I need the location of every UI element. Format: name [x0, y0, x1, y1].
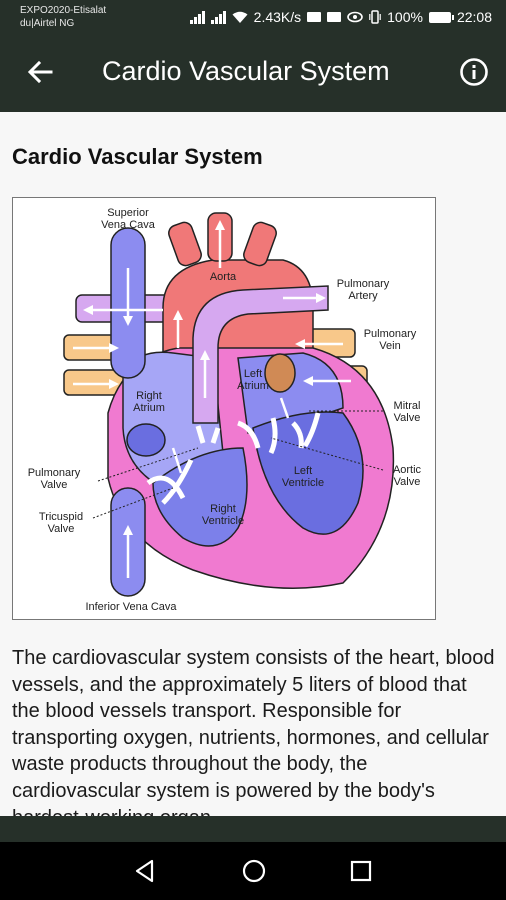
right-ventricle	[152, 447, 248, 547]
label-mitral-valve-1: Mitral	[394, 400, 421, 412]
label-pulmonary-valve-1: Pulmonary	[28, 467, 81, 479]
pulmonary-vein-opening	[264, 353, 296, 393]
status-bar: EXPO2020-Etisalat du|Airtel NG 2.43K/s 1…	[0, 0, 506, 36]
pointer-lines	[92, 410, 384, 519]
label-left-ventricle-1: Left	[294, 465, 312, 477]
label-aortic-valve-2: Valve	[394, 476, 421, 488]
aorta-branch-1	[168, 221, 202, 267]
bottom-shade	[0, 816, 506, 842]
image-icon	[327, 12, 342, 22]
label-tricuspid-valve-1: Tricuspid	[39, 511, 83, 523]
info-circle-icon	[460, 58, 488, 86]
app-bar: Cardio Vascular System	[0, 36, 506, 112]
label-right-atrium-2: Atrium	[133, 402, 165, 414]
mail-icon	[307, 12, 322, 22]
flow-arrows	[73, 220, 351, 578]
body-text: The cardiovascular system consists of th…	[12, 647, 495, 816]
label-superior-vena-cava-1: Superior	[107, 207, 149, 219]
label-right-ventricle-2: Ventricle	[202, 515, 244, 527]
clock: 22:08	[456, 9, 492, 25]
vena-opening	[126, 423, 166, 457]
status-icons: 2.43K/s 100% 22:08	[189, 9, 492, 25]
data-speed: 2.43K/s	[253, 9, 302, 25]
label-pulmonary-vein-2: Vein	[379, 340, 400, 352]
mitral-valve	[291, 412, 321, 449]
label-mitral-valve-2: Valve	[394, 412, 421, 424]
label-aortic-valve-1: Aortic	[393, 464, 422, 476]
pulmonary-artery-trunk	[192, 285, 329, 424]
label-left-atrium-2: Atrium	[237, 380, 269, 392]
system-nav-bar	[0, 842, 506, 900]
page-heading: Cardio Vascular System	[12, 144, 263, 169]
heart-diagram-svg: Superior Vena Cava Aorta Pulmonary Arter…	[28, 207, 422, 613]
eye-icon	[347, 11, 363, 23]
label-left-atrium-1: Left	[244, 368, 262, 380]
circle-home-icon[interactable]	[239, 856, 269, 886]
heart-diagram: Superior Vena Cava Aorta Pulmonary Arter…	[12, 197, 436, 620]
label-superior-vena-cava-2: Vena Cava	[101, 219, 156, 231]
battery-percent: 100%	[387, 9, 423, 25]
tricuspid-valve	[146, 458, 194, 505]
pulmonary-valve	[195, 425, 221, 444]
label-left-ventricle-2: Ventricle	[282, 477, 324, 489]
left-ventricle	[252, 411, 364, 535]
carrier-line-1: EXPO2020-Etisalat	[20, 5, 107, 16]
square-recents-icon[interactable]	[346, 856, 376, 886]
vibrate-icon	[369, 10, 381, 24]
back-button[interactable]	[18, 50, 62, 94]
label-tricuspid-valve-2: Valve	[48, 523, 75, 535]
label-aorta: Aorta	[210, 271, 237, 283]
signal-2-icon	[210, 10, 226, 24]
aortic-valve	[237, 417, 278, 455]
label-pulmonary-artery-2: Artery	[348, 290, 378, 302]
aorta-branch-3	[243, 221, 277, 267]
arrow-left-icon	[27, 60, 53, 84]
label-pulmonary-valve-2: Valve	[41, 479, 68, 491]
label-inferior-vena-cava: Inferior Vena Cava	[85, 601, 177, 613]
label-right-ventricle-1: Right	[210, 503, 236, 515]
app-title: Cardio Vascular System	[102, 56, 390, 86]
battery-icon	[428, 11, 454, 23]
carrier-line-2: du|Airtel NG	[20, 18, 75, 29]
carrier-label: EXPO2020-Etisalat du|Airtel NG	[20, 4, 106, 30]
info-button[interactable]	[458, 56, 490, 88]
wifi-icon	[232, 11, 248, 23]
label-pulmonary-vein-1: Pulmonary	[364, 328, 417, 340]
label-pulmonary-artery-1: Pulmonary	[337, 278, 390, 290]
label-right-atrium-1: Right	[136, 390, 162, 402]
signal-icon	[189, 10, 205, 24]
content-scroll[interactable]: Cardio Vascular System	[0, 112, 506, 816]
triangle-back-icon[interactable]	[130, 856, 160, 886]
